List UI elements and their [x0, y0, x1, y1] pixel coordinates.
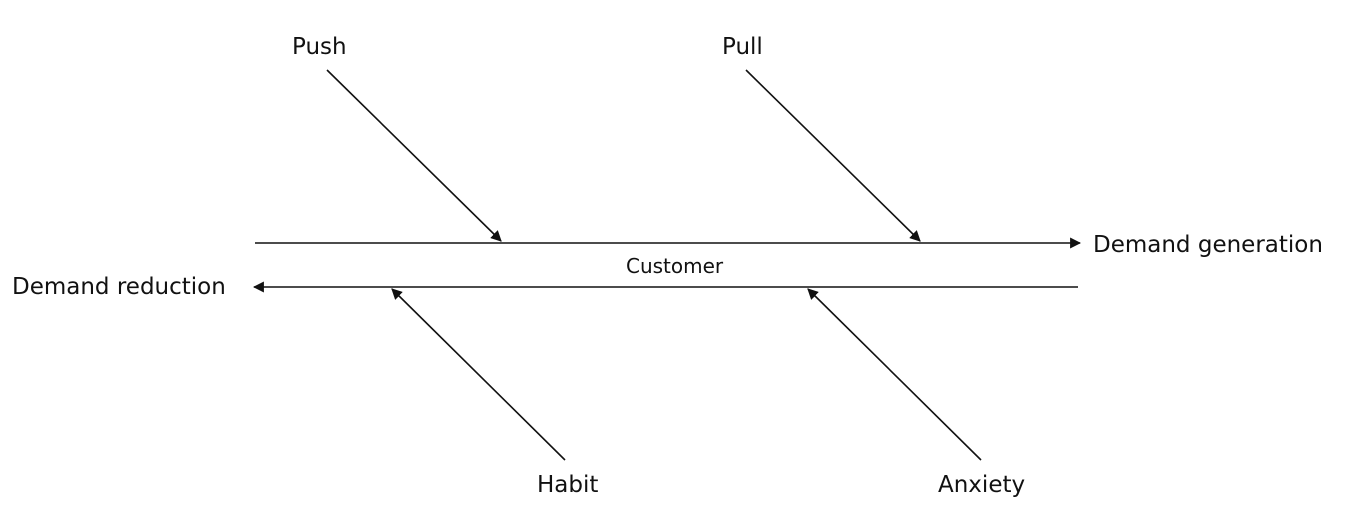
- habit-arrow: [391, 288, 566, 461]
- push-arrow: [326, 69, 502, 242]
- habit-label: Habit: [537, 472, 599, 498]
- pull-label: Pull: [722, 34, 763, 60]
- pull-arrow: [745, 69, 921, 242]
- customer-label: Customer: [626, 254, 724, 278]
- push-label: Push: [292, 34, 347, 60]
- anxiety-label: Anxiety: [938, 472, 1026, 498]
- demand-reduction-label: Demand reduction: [12, 274, 226, 300]
- anxiety-arrow: [807, 288, 982, 461]
- demand-generation-label: Demand generation: [1093, 232, 1323, 258]
